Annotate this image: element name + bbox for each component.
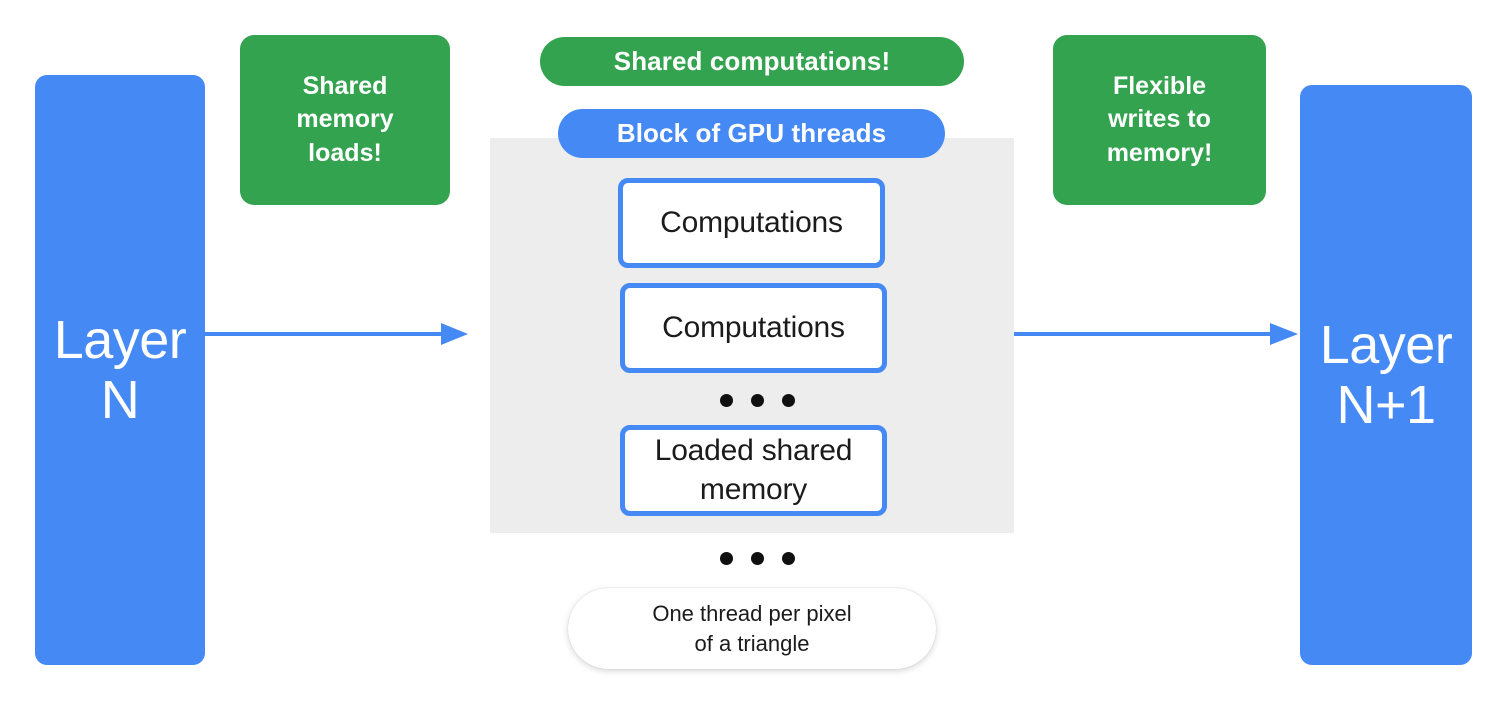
thread-box-computations-2: Computations: [620, 283, 887, 373]
thread-box-computations-1: Computations: [618, 178, 885, 268]
dot-icon: [782, 552, 795, 565]
callout-flexible-writes-to-memory: Flexible writes to memory!: [1053, 35, 1266, 205]
layer-n-plus-1-block: Layer N+1: [1300, 85, 1472, 665]
ellipsis-more-blocks-icon: [720, 552, 795, 565]
dot-icon: [751, 394, 764, 407]
pill-one-thread-per-pixel: One thread per pixel of a triangle: [568, 588, 936, 669]
dot-icon: [782, 394, 795, 407]
pill-shared-computations: Shared computations!: [540, 37, 964, 86]
thread-box-loaded-shared-memory: Loaded shared memory: [620, 425, 887, 516]
arrow-block-to-layer-n1: [1014, 318, 1299, 355]
dot-icon: [720, 552, 733, 565]
dot-icon: [751, 552, 764, 565]
pill-block-of-gpu-threads: Block of GPU threads: [558, 109, 945, 158]
ellipsis-more-threads-icon: [720, 394, 795, 407]
callout-shared-memory-loads: Shared memory loads!: [240, 35, 450, 205]
dot-icon: [720, 394, 733, 407]
arrow-layer-n-to-block: [205, 318, 470, 355]
layer-n-block: Layer N: [35, 75, 205, 665]
